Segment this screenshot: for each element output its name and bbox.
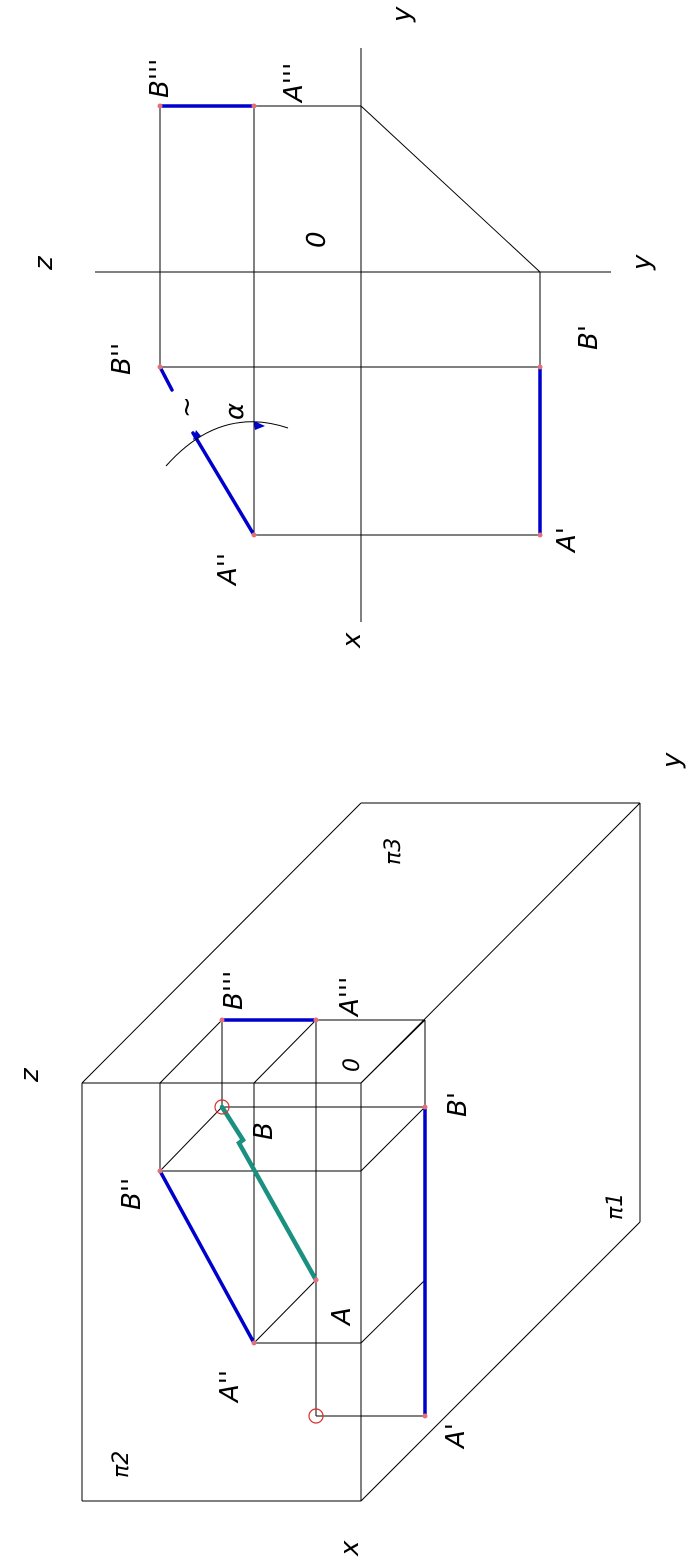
segment-b-double-a-double bbox=[158, 1169, 256, 1345]
epure-point-b-triple bbox=[157, 103, 163, 109]
label-x: x bbox=[335, 1540, 365, 1557]
box-line-15 bbox=[253, 1279, 317, 1344]
epure-label-a-prime: A' bbox=[552, 527, 582, 554]
point-a-triple bbox=[313, 1017, 319, 1023]
epure-point-a-triple bbox=[251, 103, 257, 109]
box-line-11 bbox=[360, 1019, 426, 1084]
point-b-double bbox=[157, 1168, 163, 1174]
epure-label-x: x bbox=[337, 632, 367, 649]
label-b-triple: B''' bbox=[219, 971, 249, 1010]
epure-label-b-double: B'' bbox=[107, 343, 137, 375]
epure-construction-diagonal bbox=[360, 105, 541, 273]
axis-y-line bbox=[360, 802, 641, 1084]
box-line-5 bbox=[159, 1019, 223, 1084]
epure-label-y-right: y bbox=[627, 254, 657, 271]
box-line-14 bbox=[360, 1106, 426, 1172]
epure-point-b-prime bbox=[537, 364, 543, 370]
epure-blue-b-double-segment bbox=[158, 365, 174, 392]
epure-blue-a-double-segment bbox=[191, 431, 256, 537]
epure-label-a-double: A'' bbox=[213, 553, 243, 587]
label-pi2: π2 bbox=[109, 1451, 134, 1478]
box-line-17 bbox=[360, 1279, 426, 1344]
point-a-prime bbox=[422, 1413, 428, 1419]
epure-drawing: y y z x 0 B''' A''' B'' A'' B' A' α ~ bbox=[29, 6, 657, 649]
label-a: A bbox=[327, 1307, 357, 1327]
epure-point-b-double bbox=[157, 364, 163, 370]
label-origin: 0 bbox=[340, 1058, 365, 1072]
epure-label-b-prime: B' bbox=[574, 325, 604, 350]
label-a-prime: A' bbox=[441, 1423, 471, 1450]
label-y: y bbox=[657, 752, 687, 769]
label-b-double: B'' bbox=[117, 1178, 147, 1210]
epure-alpha-arrow-2 bbox=[193, 430, 201, 440]
epure-alpha-arc bbox=[165, 421, 289, 467]
epure-label-z: z bbox=[29, 255, 59, 271]
label-pi1: π1 bbox=[603, 1193, 628, 1220]
epure-label-y-top: y bbox=[387, 6, 417, 23]
label-b: B bbox=[249, 1122, 279, 1140]
epure-label-tilde: ~ bbox=[172, 396, 202, 418]
epure-alpha-arrow bbox=[254, 421, 265, 430]
box-line-6 bbox=[253, 1019, 317, 1084]
label-z: z bbox=[15, 1067, 45, 1083]
label-b-prime: B' bbox=[443, 1092, 473, 1117]
point-a-double bbox=[251, 1340, 257, 1346]
point-a-ring bbox=[308, 1408, 324, 1424]
epure-label-b-triple: B''' bbox=[145, 59, 175, 98]
point-b-ring bbox=[214, 1099, 230, 1115]
epure-label-a-triple: A''' bbox=[279, 63, 309, 104]
point-b-triple bbox=[219, 1017, 225, 1023]
label-a-double: A'' bbox=[215, 1370, 245, 1404]
epure-point-a-prime bbox=[537, 532, 543, 538]
label-pi3: π3 bbox=[381, 838, 406, 865]
epure-label-origin: 0 bbox=[302, 231, 332, 248]
epure-label-alpha: α bbox=[220, 403, 250, 420]
pi1-edge-lower bbox=[360, 1221, 641, 1502]
label-a-triple: A''' bbox=[335, 977, 365, 1018]
point-b-prime bbox=[422, 1104, 428, 1110]
pi3-edge-upper bbox=[81, 802, 362, 1084]
point-a bbox=[313, 1277, 319, 1283]
box-line-12 bbox=[159, 1106, 223, 1172]
segment-ab-true bbox=[219, 1104, 319, 1283]
epure-point-a-double bbox=[251, 532, 257, 538]
trihedral-drawing: y z x 0 π3 π1 π2 B''' A''' B'' A'' B' A'… bbox=[15, 752, 687, 1557]
